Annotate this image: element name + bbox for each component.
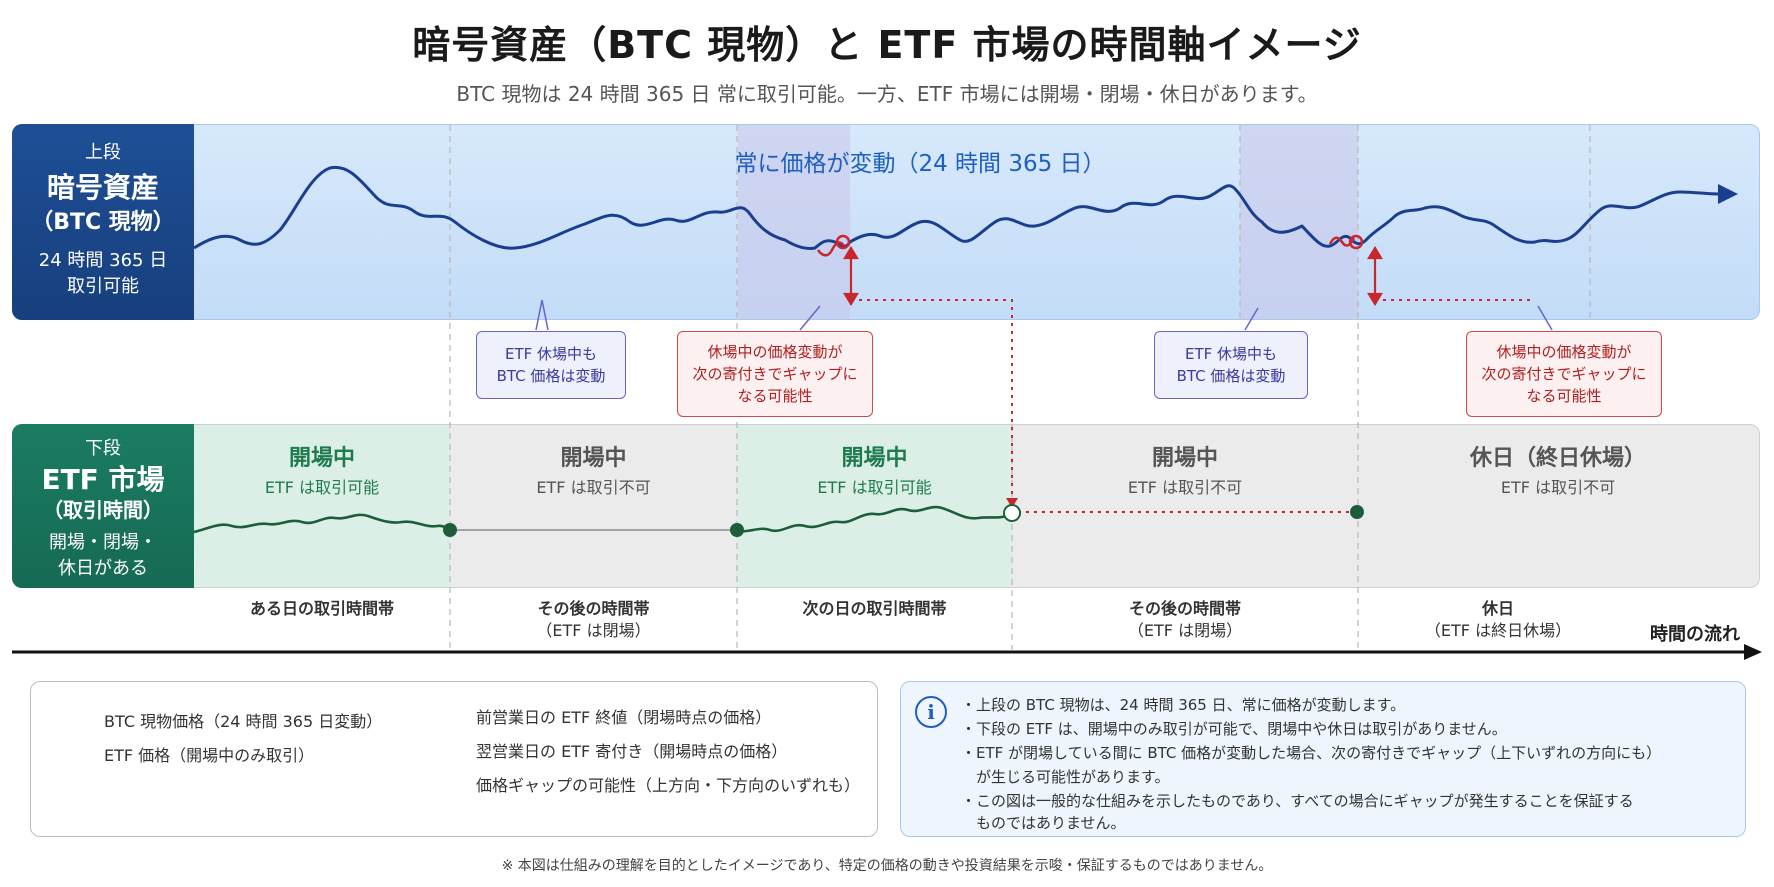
period-1-line1: ある日の取引時間帯	[249, 599, 394, 618]
callout-blue-2-pointer	[1244, 307, 1259, 331]
period-4-line1: その後の時間帯	[1128, 599, 1241, 618]
etf-band-label-name: ETF 市場	[41, 463, 165, 496]
btc-gap-marker-2	[1348, 234, 1364, 250]
etf-band-label: 下段 ETF 市場 （取引時間） 開場・閉場・ 休日がある	[12, 424, 194, 588]
callout-blue-1-line2: BTC 価格は変動	[496, 367, 606, 385]
etf-price-line-1	[193, 513, 451, 534]
callout-blue-1-line1: ETF 休場中も	[504, 345, 598, 363]
callout-red-1-line1: 休場中の価格変動が	[707, 343, 843, 361]
segment-1-title: 開場中	[288, 446, 355, 471]
callout-red-1-line3: なる可能性	[737, 387, 813, 405]
btc-band-label-name: 暗号資産	[46, 171, 159, 204]
callout-red-2-line3: なる可能性	[1526, 387, 1602, 405]
segment-2-title: 開場中	[560, 446, 627, 471]
period-5: 休日 （ETF は終日休場）	[1358, 598, 1638, 642]
page-title: 暗号資産（BTC 現物）と ETF 市場の時間軸イメージ	[412, 23, 1362, 67]
period-4: その後の時間帯 （ETF は閉場）	[1012, 598, 1358, 642]
btc-arrow-head	[1718, 184, 1738, 204]
callout-red-2-line2: 次の寄付きでギャップに	[1481, 365, 1647, 383]
info-line-1: ・上段の BTC 現物は、24 時間 365 日、常に価格が変動します。	[961, 696, 1406, 714]
segment-4-title: 開場中	[1151, 446, 1218, 471]
info-line-3: ・ETF が閉場している間に BTC 価格が変動した場合、次の寄付きでギャップ（…	[961, 744, 1662, 762]
period-5-line2: （ETF は終日休場）	[1424, 621, 1572, 640]
gap-connector-1-arrow	[1006, 498, 1018, 508]
callout-red-1-line2: 次の寄付きでギャップに	[692, 365, 858, 383]
info-line-5: ・この図は一般的な仕組みを示したものであり、すべての場合にギャップが発生すること…	[961, 792, 1634, 810]
time-axis-label: 時間の流れ	[1650, 624, 1740, 645]
btc-band-label-hours: 24 時間 365 日	[38, 250, 168, 271]
page-subtitle: BTC 現物は 24 時間 365 日 常に取引可能。一方、ETF 市場には開場…	[456, 82, 1318, 106]
btc-band-label-sub: （BTC 現物）	[31, 210, 175, 235]
legend-gap-arrow: 価格ギャップの可能性（上方向・下方向のいずれも）	[476, 776, 861, 795]
etf-band-label-hours-1: 開場・閉場・	[49, 532, 157, 553]
btc-band-label-trade: 取引可能	[67, 276, 139, 297]
etf-band-label-sub: （取引時間）	[43, 498, 163, 522]
callout-blue-1-pointer	[535, 299, 549, 331]
legend-btc-line: BTC 現物価格（24 時間 365 日変動）	[104, 712, 383, 731]
info-line-2: ・下段の ETF は、開場中のみ取引が可能で、閉場中や休日は取引がありません。	[961, 720, 1507, 738]
callout-red-2-line1: 休場中の価格変動が	[1496, 343, 1632, 361]
gap-arrow-2-top	[1367, 245, 1383, 260]
legend-close-dot: 前営業日の ETF 終値（閉場時点の価格）	[476, 708, 772, 727]
btc-closed-shade-2	[1240, 125, 1358, 319]
etf-open-zone-1	[194, 425, 450, 587]
btc-gap-marker-1	[835, 234, 851, 250]
segment-1-sub: ETF は取引可能	[264, 478, 380, 497]
segment-5-sub: ETF は取引不可	[1500, 478, 1616, 497]
gap-arrow-1-top	[843, 245, 859, 260]
info-line-4: が生じる可能性があります。	[961, 768, 1170, 786]
callout-red-1-pointer	[799, 305, 821, 331]
footnote: ※ 本図は仕組みの理解を目的としたイメージであり、特定の価格の動きや投資結果を示…	[501, 858, 1273, 874]
segment-3-title: 開場中	[841, 446, 908, 471]
callout-blue-2: ETF 休場中も BTC 価格は変動	[1154, 331, 1308, 399]
segment-3-sub: ETF は取引可能	[817, 478, 932, 497]
period-3-line1: 次の日の取引時間帯	[802, 599, 947, 618]
time-axis-arrow	[1744, 644, 1762, 660]
segment-4-sub: ETF は取引不可	[1127, 478, 1243, 497]
info-icon: i	[915, 696, 947, 728]
btc-price-line	[193, 165, 1719, 250]
callout-blue-1: ETF 休場中も BTC 価格は変動	[476, 331, 626, 399]
info-line-6: ものではありません。	[961, 814, 1126, 832]
etf-price-line-2	[736, 505, 1011, 533]
etf-close-dot-3	[1350, 505, 1364, 519]
period-2-line2: （ETF は閉場）	[536, 621, 651, 640]
period-5-line1: 休日	[1481, 599, 1514, 618]
btc-band-label: 上段 暗号資産 （BTC 現物） 24 時間 365 日 取引可能	[12, 124, 194, 320]
etf-open-dot-1	[1003, 504, 1021, 522]
period-1: ある日の取引時間帯	[194, 598, 450, 620]
legend-box	[30, 681, 878, 837]
btc-gap-wiggle-1	[816, 241, 846, 257]
etf-close-dot-2	[730, 523, 744, 537]
gap-connector-1	[851, 299, 1013, 500]
callout-red-1: 休場中の価格変動が 次の寄付きでギャップに なる可能性	[677, 331, 873, 417]
period-2-line1: その後の時間帯	[537, 599, 650, 618]
callout-blue-2-line2: BTC 価格は変動	[1176, 367, 1286, 385]
etf-open-zone-2	[737, 425, 1012, 587]
btc-band-label-tier: 上段	[85, 142, 121, 163]
callout-red-2-pointer	[1537, 305, 1553, 331]
period-2: その後の時間帯 （ETF は閉場）	[450, 598, 737, 642]
btc-band	[12, 124, 1760, 320]
etf-band-label-tier: 下段	[85, 438, 121, 459]
callout-blue-2-line1: ETF 休場中も	[1184, 345, 1278, 363]
etf-band-label-hours-2: 休日がある	[58, 558, 148, 579]
btc-band-caption: 常に価格が変動（24 時間 365 日）	[734, 151, 1106, 177]
etf-close-dot-1	[443, 523, 457, 537]
period-4-line2: （ETF は閉場）	[1127, 621, 1243, 640]
legend-open-dot: 翌営業日の ETF 寄付き（開場時点の価格）	[476, 742, 788, 761]
period-3: 次の日の取引時間帯	[737, 598, 1012, 620]
legend-etf-line: ETF 価格（開場中のみ取引）	[104, 746, 315, 765]
segment-2-sub: ETF は取引不可	[536, 478, 651, 497]
callout-red-2: 休場中の価格変動が 次の寄付きでギャップに なる可能性	[1466, 331, 1662, 417]
segment-5-title: 休日（終日休場）	[1469, 446, 1646, 471]
info-box: i ・上段の BTC 現物は、24 時間 365 日、常に価格が変動します。 ・…	[900, 681, 1746, 837]
